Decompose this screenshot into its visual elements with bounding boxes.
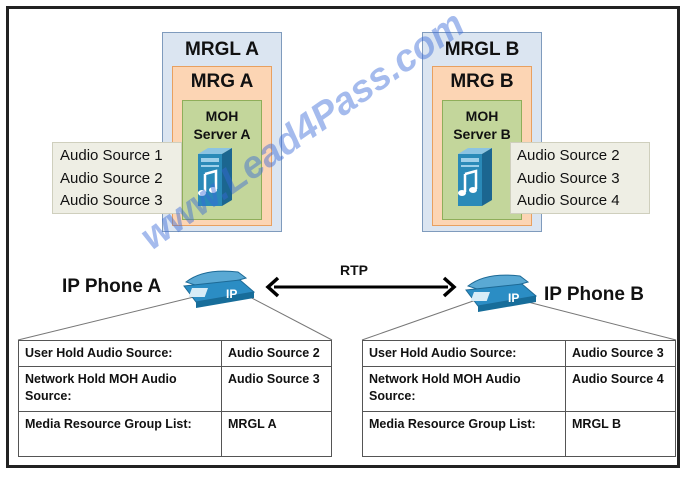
table-cell: Network Hold MOH Audio Source: xyxy=(18,366,222,412)
table-row: Network Hold MOH Audio Source: Audio Sou… xyxy=(362,366,676,412)
connector-line xyxy=(245,294,333,341)
table-cell: Audio Source 2 xyxy=(221,340,332,367)
ip-phone-a-label: IP Phone A xyxy=(62,276,162,297)
audio-source-item: Audio Source 2 xyxy=(517,147,620,164)
table-cell: Media Resource Group List: xyxy=(362,411,566,457)
moh-b-line1: MOH xyxy=(465,108,499,124)
phone-a-config-table: User Hold Audio Source: Audio Source 2 N… xyxy=(18,340,332,457)
table-cell: Media Resource Group List: xyxy=(18,411,222,457)
moh-a-line2: Server A xyxy=(193,126,251,142)
audio-source-item: Audio Source 3 xyxy=(517,169,620,187)
audio-source-item: Audio Source 4 xyxy=(517,192,620,209)
mrgl-b-label: MRGL B xyxy=(444,39,520,60)
table-row: User Hold Audio Source: Audio Source 3 xyxy=(362,340,676,367)
rtp-label: RTP xyxy=(340,262,368,278)
table-cell: MRGL A xyxy=(221,411,332,457)
table-cell: Network Hold MOH Audio Source: xyxy=(362,366,566,412)
mrg-a-label: MRG A xyxy=(190,71,254,92)
audio-source-item: Audio Source 1 xyxy=(60,147,163,164)
connector-line xyxy=(361,299,477,341)
connector-line xyxy=(17,294,203,341)
connector-line xyxy=(519,299,677,341)
rtp-double-arrow xyxy=(265,276,457,298)
phone-badge: IP xyxy=(508,291,519,305)
table-row: Media Resource Group List: MRGL A xyxy=(18,411,332,457)
audio-sources-a: Audio Source 1 Audio Source 2 Audio Sour… xyxy=(52,142,182,214)
table-cell: Audio Source 4 xyxy=(565,366,676,412)
ip-phone-b-label: IP Phone B xyxy=(544,284,644,305)
table-cell: Audio Source 3 xyxy=(565,340,676,367)
moh-b-line2: Server B xyxy=(453,126,511,142)
table-row: User Hold Audio Source: Audio Source 2 xyxy=(18,340,332,367)
ip-phone-icon: IP xyxy=(183,270,256,308)
mrg-b-label: MRG B xyxy=(450,71,514,92)
phone-badge: IP xyxy=(226,287,237,301)
table-cell: MRGL B xyxy=(565,411,676,457)
music-server-icon xyxy=(198,148,232,206)
table-row: Media Resource Group List: MRGL B xyxy=(362,411,676,457)
music-server-icon xyxy=(458,148,492,206)
table-row: Network Hold MOH Audio Source: Audio Sou… xyxy=(18,366,332,412)
phone-b-config-table: User Hold Audio Source: Audio Source 3 N… xyxy=(362,340,676,457)
audio-source-item: Audio Source 2 xyxy=(60,169,163,187)
moh-a-line1: MOH xyxy=(205,108,239,124)
ip-phone-icon: IP xyxy=(465,274,538,312)
table-cell: Audio Source 3 xyxy=(221,366,332,412)
mrgl-a-label: MRGL A xyxy=(185,39,259,60)
table-cell: User Hold Audio Source: xyxy=(362,340,566,367)
audio-source-item: Audio Source 3 xyxy=(60,192,163,209)
audio-sources-b: Audio Source 2 Audio Source 3 Audio Sour… xyxy=(510,142,650,214)
table-cell: User Hold Audio Source: xyxy=(18,340,222,367)
